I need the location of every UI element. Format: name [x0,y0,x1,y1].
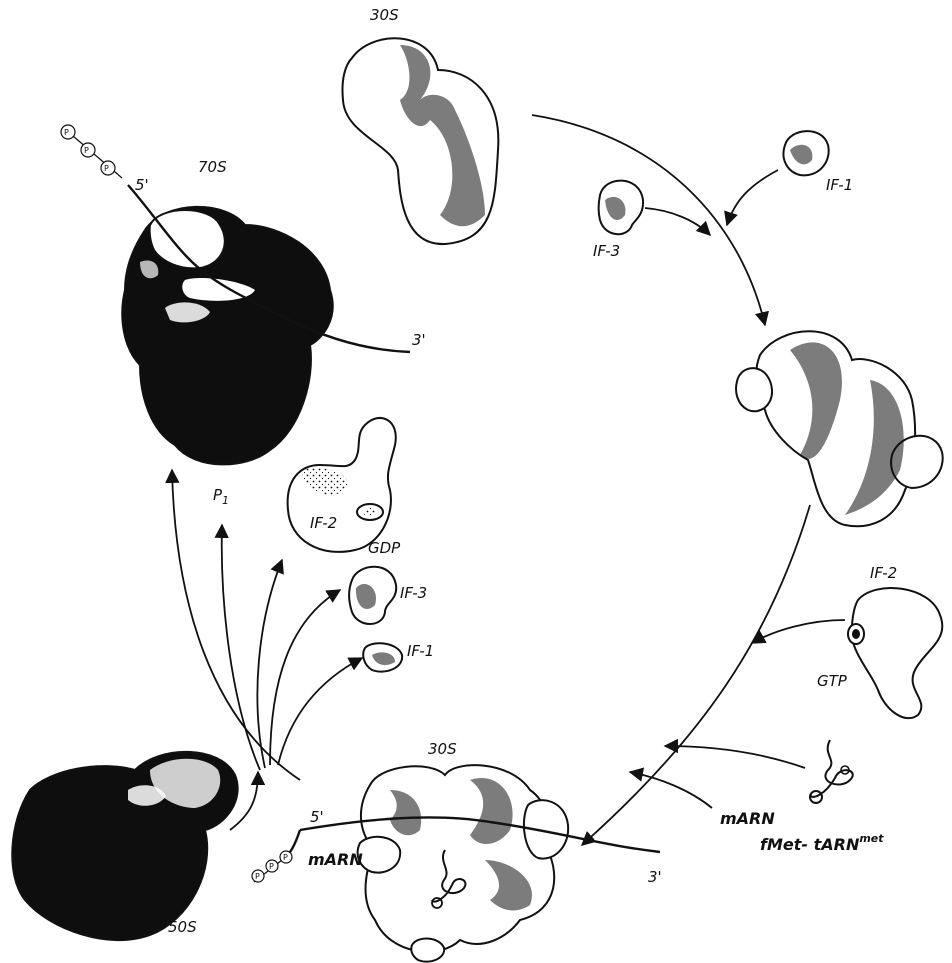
arrow-to-if3 [270,590,340,765]
label-if3-top: IF-3 [593,242,620,260]
if1-factor-middle [363,643,402,671]
label-50s: 50S [168,918,197,936]
svg-text:P: P [283,853,288,862]
phosphate-chain-top: P P P [61,125,122,178]
top-30s-subunit [342,38,498,244]
label-pi: P1 [213,486,229,507]
label-if3-mid: IF-3 [400,584,427,602]
label-70s: 70S [198,158,227,176]
label-marn-bottom: mARN [308,850,363,869]
svg-text:P: P [255,872,260,881]
arrow-if3-in [645,208,710,235]
arrow-fmet-in [665,746,805,768]
if1-factor-top [783,131,828,175]
label-5prime-top: 5' [135,176,149,194]
label-if1-mid: IF-1 [407,642,434,660]
svg-text:P: P [269,862,274,871]
label-marn-right: mARN [720,809,775,828]
30s-if1-if3-complex [736,331,943,526]
if2-gdp-middle [288,418,396,552]
label-5prime-bottom: 5' [310,808,324,826]
arrow-mrna-in [630,772,712,808]
arrow-complex-to-bottom [582,505,810,845]
label-if2-mid: IF-2 [310,514,337,532]
phosphate-chain-bottom: P P P [252,851,292,882]
label-if1-top: IF-1 [826,176,853,194]
label-fmet-trna: fMet- tARNmet [760,832,884,854]
arrow-to-pi [222,525,260,770]
arrow-30s-to-complex [532,115,765,325]
svg-text:P: P [84,146,89,155]
label-gdp: GDP [368,539,401,557]
label-3prime-bottom: 3' [648,868,662,886]
svg-text:P: P [64,128,69,137]
arrow-to-70s [172,470,300,780]
label-if2-right: IF-2 [870,564,897,582]
if3-factor-top [599,181,644,235]
label-30s-top: 30S [370,6,399,24]
bottom-30s-initiation-complex [358,765,569,962]
label-30s-bottom: 30S [428,740,457,758]
arrow-to-if2 [257,560,282,768]
if3-factor-middle [349,567,396,624]
svg-text:P: P [104,164,109,173]
label-3prime-top: 3' [412,331,426,349]
arrow-to-if1 [278,658,362,765]
70s-ribosome [122,207,332,465]
arrow-if1-in [727,170,778,225]
fmet-trna [810,740,853,803]
arrow-if2-in [752,620,845,643]
label-gtp: GTP [817,672,848,690]
if2-gtp-right [848,588,942,718]
50s-subunit [12,752,237,940]
